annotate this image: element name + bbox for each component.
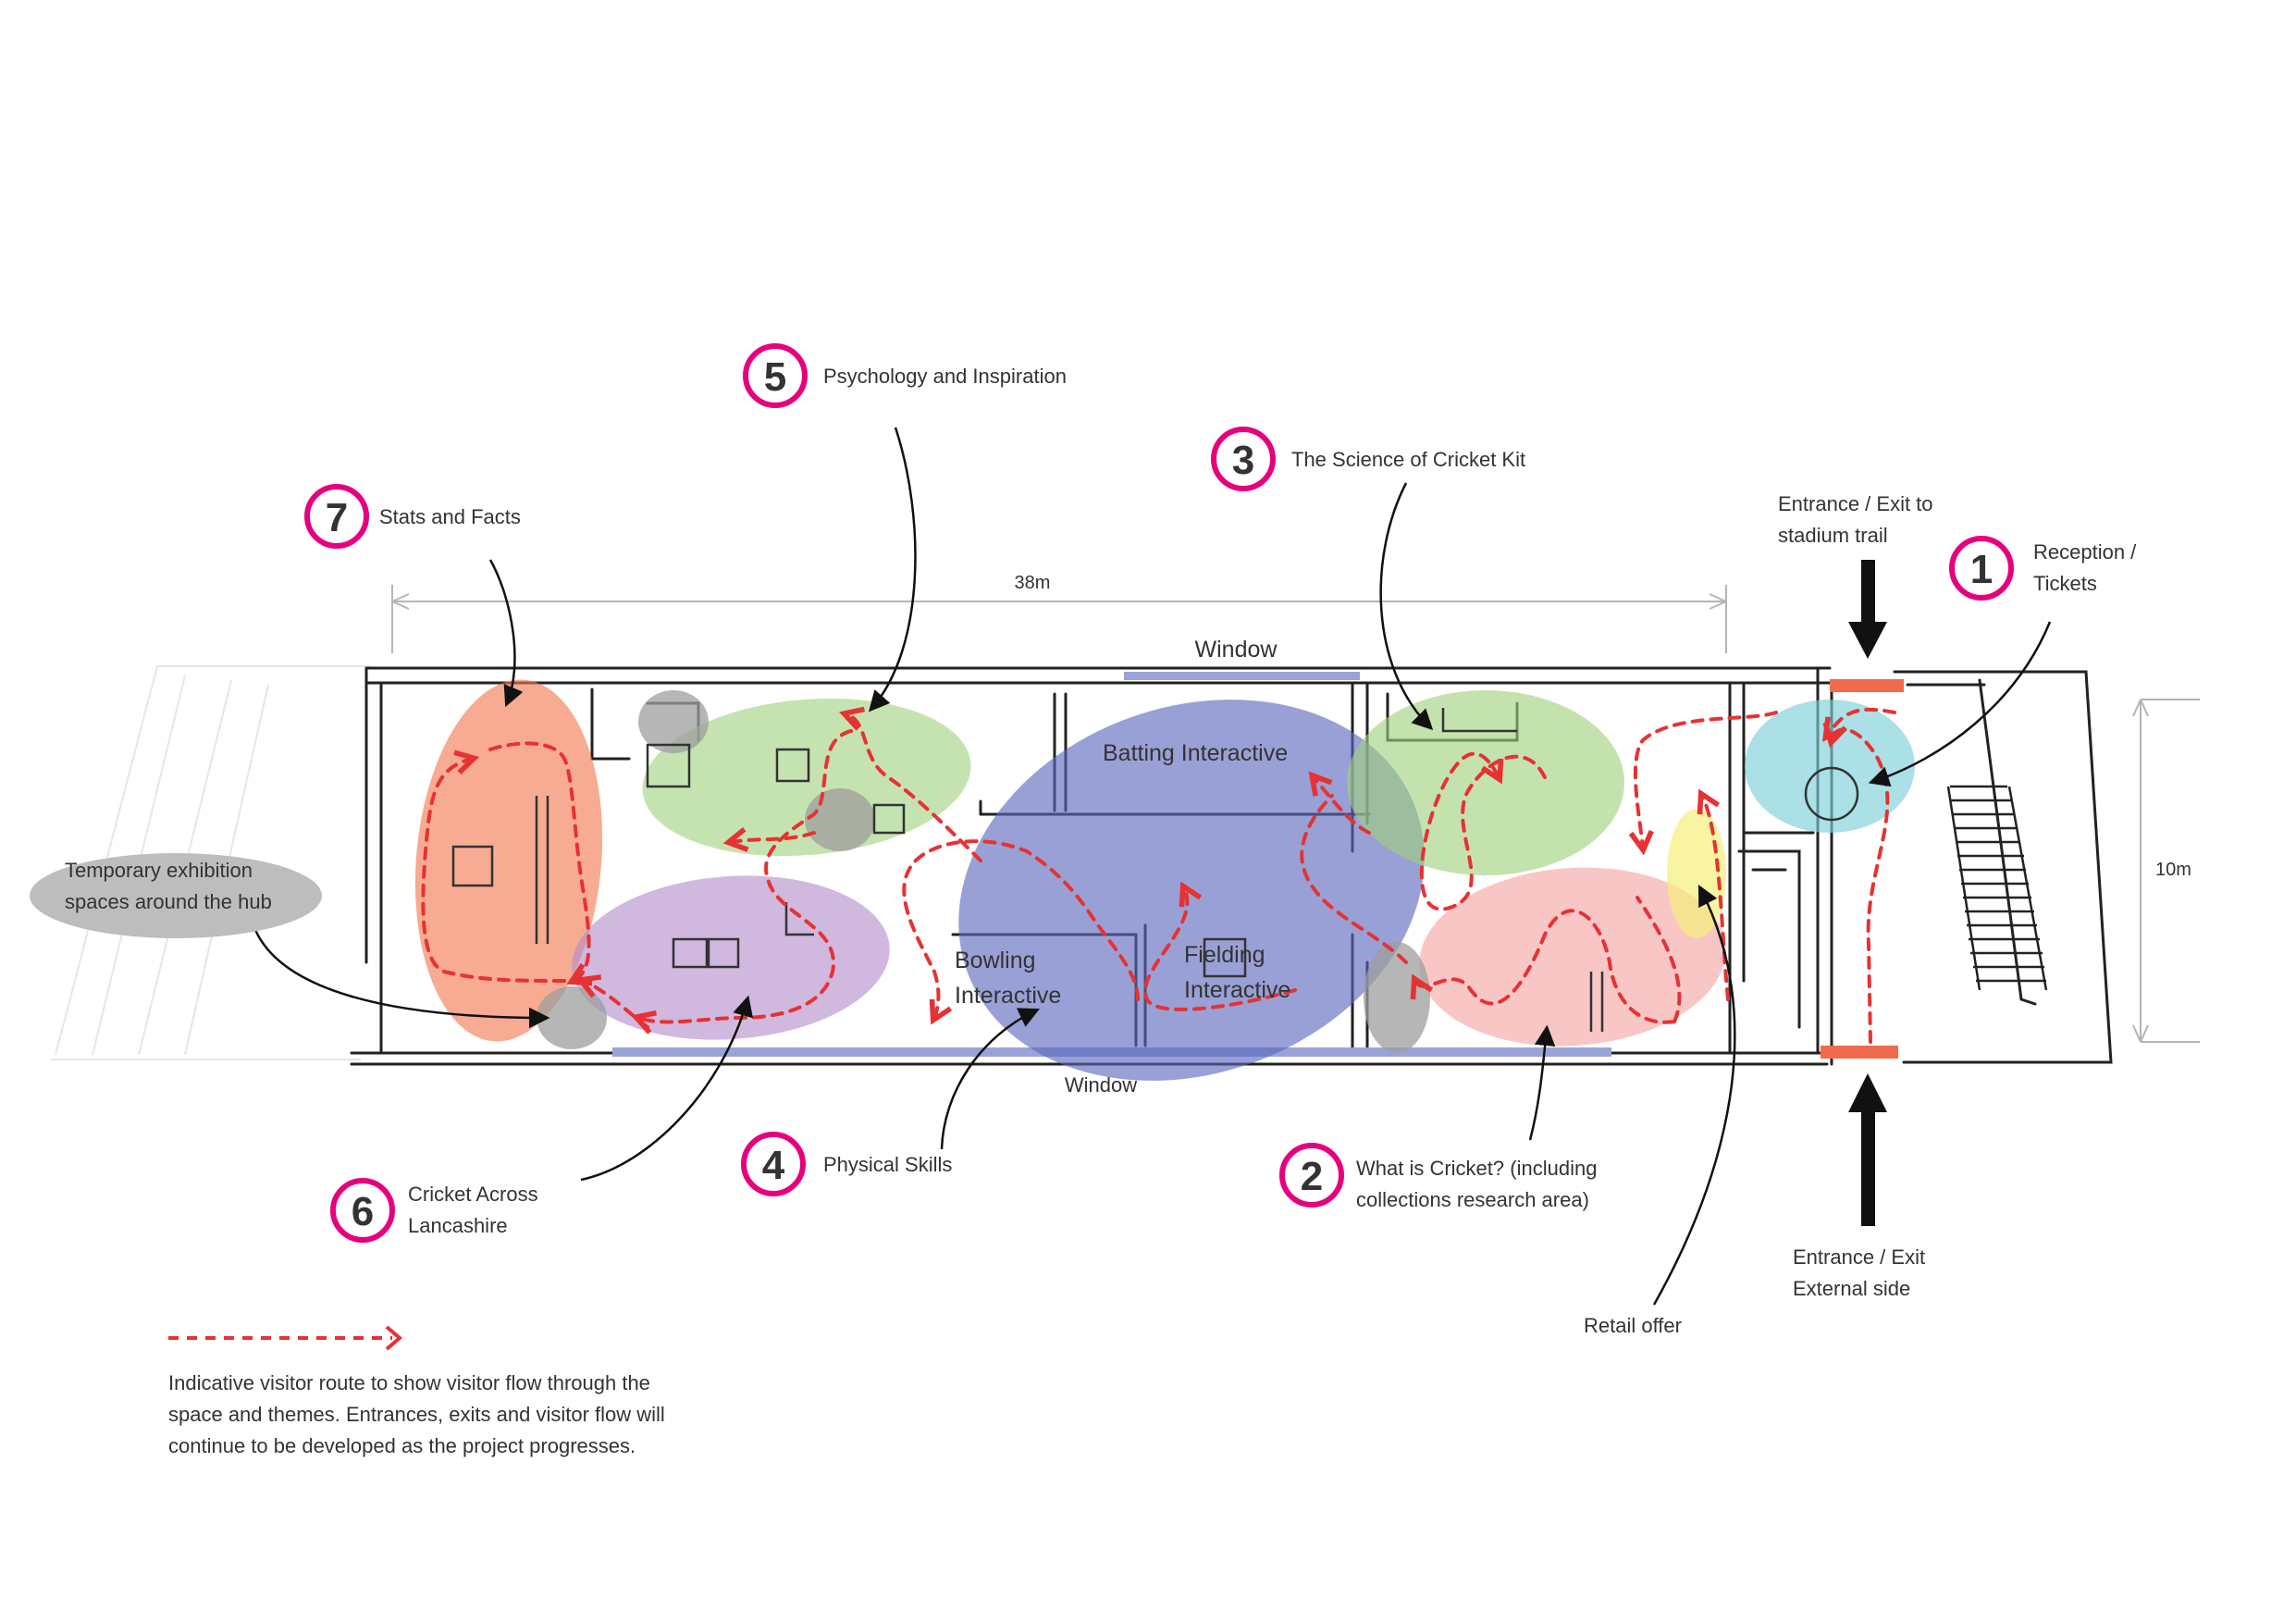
zone-2-label-1: What is Cricket? (including xyxy=(1356,1157,1597,1180)
zone-1-blob xyxy=(1745,700,1915,833)
temporary-exhibition-label-2: spaces around the hub xyxy=(65,890,272,913)
callout-lines xyxy=(252,427,2052,1306)
badge-number-7: 7 xyxy=(326,495,348,540)
temporary-spaces xyxy=(537,690,1430,1053)
badge-number-1: 1 xyxy=(1970,547,1993,592)
stairs xyxy=(1946,785,2048,991)
badge-zone-1: 1 xyxy=(1949,536,2014,601)
zone-6-label-1: Cricket Across xyxy=(408,1183,538,1206)
dimension-10m xyxy=(2132,699,2200,1043)
zone-4-blob xyxy=(958,700,1425,1081)
zone-1-label-2: Tickets xyxy=(2033,572,2097,595)
batting-interactive-label: Batting Interactive xyxy=(1103,740,1288,766)
zone-3-blob xyxy=(1347,690,1624,875)
bowling-interactive-label-1: Bowling xyxy=(955,948,1036,973)
entrance-top-label-2: stadium trail xyxy=(1778,524,1888,547)
badge-zone-5: 5 xyxy=(743,343,808,408)
badge-number-5: 5 xyxy=(764,354,786,400)
entrance-bottom-label-2: External side xyxy=(1793,1277,1910,1300)
badge-zone-4: 4 xyxy=(741,1132,806,1196)
badge-zone-2: 2 xyxy=(1279,1143,1344,1208)
dimension-38m xyxy=(391,585,1727,653)
zone-6-label-2: Lancashire xyxy=(408,1214,508,1237)
visitor-route xyxy=(421,710,1896,1044)
zone-2-blob xyxy=(1419,867,1726,1047)
legend-description: Indicative visitor route to show visitor… xyxy=(168,1368,742,1462)
entrance-top-label-1: Entrance / Exit to xyxy=(1778,492,1933,515)
badge-zone-6: 6 xyxy=(330,1178,395,1243)
temporary-exhibition-callout xyxy=(30,853,322,938)
fielding-interactive-label-1: Fielding xyxy=(1184,942,1265,968)
zone-7-label-1: Stats and Facts xyxy=(379,505,521,528)
badge-number-6: 6 xyxy=(352,1189,374,1234)
legend-line-3: continue to be developed as the project … xyxy=(168,1434,636,1457)
window-top-label: Window xyxy=(1195,637,1278,663)
temporary-exhibition-label-1: Temporary exhibition xyxy=(65,859,253,882)
retail-offer-label: Retail offer xyxy=(1584,1314,1682,1337)
entrance-arrows xyxy=(1848,560,1887,1226)
zone-6-blob xyxy=(572,875,890,1040)
legend-route-arrow xyxy=(168,1325,403,1351)
retail-blob xyxy=(1667,809,1726,938)
fielding-interactive-label-2: Interactive xyxy=(1184,977,1290,1003)
door-bottom xyxy=(1821,1046,1898,1059)
window-bottom-label: Window xyxy=(1065,1073,1137,1096)
badge-zone-7: 7 xyxy=(304,484,369,549)
zone-3-label-1: The Science of Cricket Kit xyxy=(1291,448,1525,471)
badge-number-2: 2 xyxy=(1301,1154,1323,1199)
door-top xyxy=(1830,679,1904,692)
window-top-strip xyxy=(1124,672,1360,680)
entrance-bottom-label-1: Entrance / Exit xyxy=(1793,1245,1925,1269)
badge-number-4: 4 xyxy=(762,1143,785,1188)
legend-line-1: Indicative visitor route to show visitor… xyxy=(168,1371,650,1394)
dimension-38m-label: 38m xyxy=(1015,573,1051,593)
zone-1-label-1: Reception / xyxy=(2033,540,2137,564)
zone-5-blob xyxy=(642,698,971,857)
bowling-interactive-label-2: Interactive xyxy=(955,983,1061,1009)
zone-5-label-1: Psychology and Inspiration xyxy=(823,365,1067,388)
zone-4-label-1: Physical Skills xyxy=(823,1153,952,1176)
badge-zone-3: 3 xyxy=(1211,427,1276,491)
badge-number-3: 3 xyxy=(1232,438,1254,483)
display-cases xyxy=(451,708,1859,1032)
legend-line-2: space and themes. Entrances, exits and v… xyxy=(168,1403,665,1426)
zone-2-label-2: collections research area) xyxy=(1356,1188,1589,1211)
dimension-10m-label: 10m xyxy=(2155,860,2191,880)
